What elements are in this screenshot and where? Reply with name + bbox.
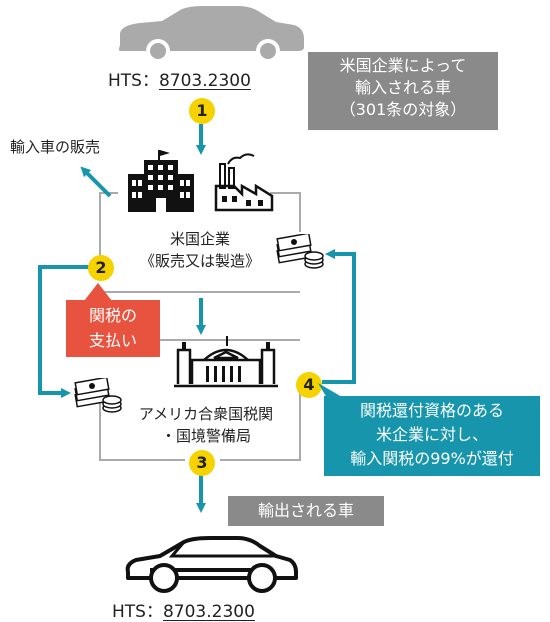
callout-export-car: 輸出される車: [228, 496, 384, 526]
arrow-domestic-sale: [80, 166, 112, 198]
callout-import-car: 米国企業によって 輸入される車 （301条の対象）: [308, 52, 498, 130]
top-hts-code: HTS：8703.2300: [108, 66, 251, 91]
company-box-outline: [99, 192, 118, 262]
sedan-outline-icon: [125, 536, 298, 593]
factory-icon: [214, 153, 274, 212]
domestic-sale-label: 輸入車の販売: [10, 138, 101, 156]
callout-refund: 関税還付資格のある 米企業に対し、 輸入関税の99%が還付: [324, 396, 540, 476]
step-3-badge: 3: [189, 450, 215, 476]
tariff-callout-pointer: [84, 283, 112, 301]
step-1-badge: 1: [189, 98, 215, 124]
money-stack-icon: [276, 234, 324, 269]
step-4-badge: 4: [296, 372, 322, 398]
step-2-badge: 2: [88, 255, 114, 281]
callout-tariff-payment: 関税の 支払い: [66, 300, 160, 357]
customs-label: アメリカ合衆国税関 ・国境警備局: [138, 405, 274, 445]
arrow-tariff-payment: [38, 265, 92, 398]
bottom-hts-code: HTS：8703.2300: [112, 597, 255, 622]
customs-box-outline: [99, 378, 185, 461]
office-building-icon: [128, 150, 194, 212]
sedan-icon: [119, 6, 304, 63]
arrow-refund: [322, 249, 356, 384]
customs-building-icon: [174, 336, 278, 388]
us-company-label: 米国企業 《販売又は製造》: [139, 230, 260, 270]
hts-prefix: HTS：: [108, 71, 159, 91]
hts-number: 8703.2300: [158, 71, 251, 91]
money-stack-icon-customs: [74, 378, 122, 413]
hts-prefix: HTS：: [112, 602, 163, 622]
hts-number: 8703.2300: [162, 602, 255, 622]
